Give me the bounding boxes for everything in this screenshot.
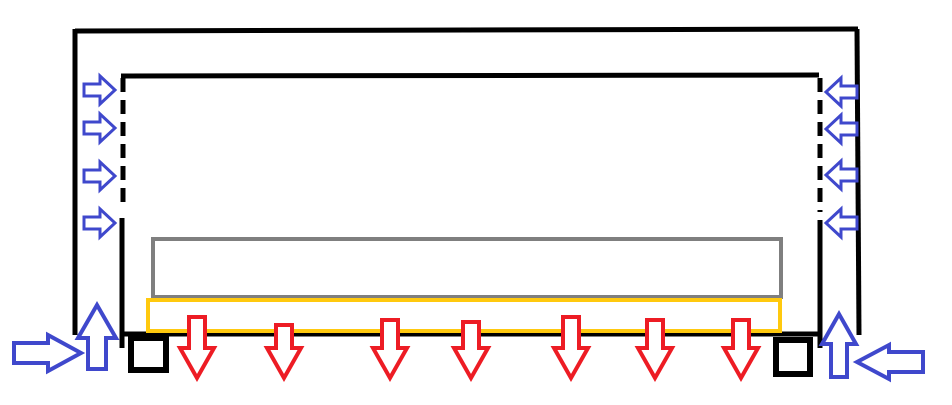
inflow-arrow-left-icon (823, 157, 859, 193)
outflow-arrow-down-icon (369, 318, 411, 383)
outflow-arrow-down-icon (720, 318, 762, 383)
outflow-arrow-down-icon (263, 323, 305, 383)
inflow-arrow-left-icon (823, 111, 859, 147)
inflow-arrow-right-icon (82, 205, 118, 241)
inflow-arrow-left-icon (823, 205, 859, 241)
inflow-arrow-left-large-icon (852, 341, 925, 383)
outflow-arrow-down-icon (176, 315, 218, 383)
outflow-arrow-down-icon (634, 318, 676, 383)
inflow-arrow-up-large-icon (74, 300, 120, 371)
inflow-arrow-right-icon (82, 72, 118, 108)
inflow-arrow-up-large-icon (818, 309, 860, 379)
inflow-arrow-right-large-icon (12, 331, 86, 375)
inner-panel (151, 237, 783, 299)
inflow-arrow-right-icon (82, 110, 118, 146)
left-support-block (128, 335, 169, 373)
inflow-arrow-right-icon (82, 158, 118, 194)
inflow-arrow-left-icon (823, 74, 859, 110)
outflow-arrow-down-icon (450, 320, 492, 383)
right-support-block (773, 337, 813, 377)
outflow-arrow-down-icon (550, 315, 592, 383)
inner-enclosure (119, 72, 823, 348)
